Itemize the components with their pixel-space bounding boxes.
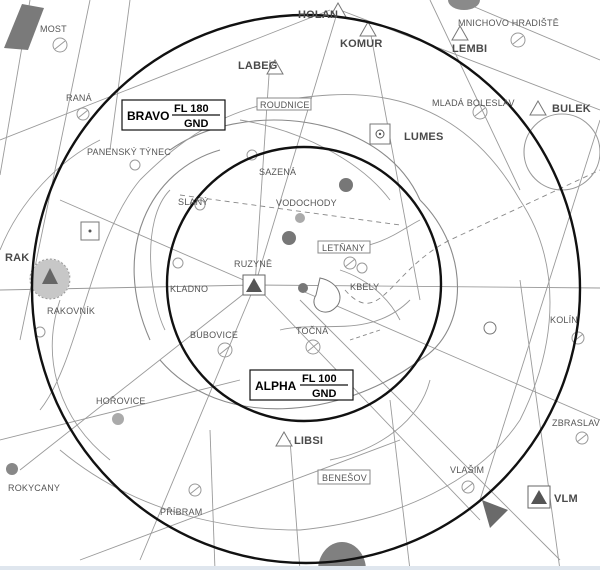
label-pribram: PŘÍBRAM	[160, 507, 202, 517]
bottom-edge-strip	[0, 566, 600, 570]
lembi-point-icon	[451, 24, 469, 41]
airfield-icon	[356, 262, 368, 274]
label-ruzyne: RUZYNĚ	[234, 259, 272, 269]
label-horovice: HOŘOVICE	[96, 396, 146, 406]
heliport-icon	[282, 231, 296, 245]
label-panensky: PANENSKÝ TÝNEC	[87, 147, 171, 157]
rakovnik-restricted-icon	[29, 258, 71, 300]
benesov-label-box	[317, 469, 371, 485]
libsi-point-icon	[275, 430, 293, 447]
label-letnany: LETŇANY	[322, 243, 365, 253]
label-vodochody: VODOCHODY	[276, 198, 337, 208]
airfield-filled-icon	[295, 213, 305, 223]
label-most: MOST	[40, 24, 67, 34]
alpha-zone-name: ALPHA	[255, 379, 297, 393]
alpha-zone-circle	[165, 145, 443, 423]
label-slany: SLANÝ	[178, 197, 209, 207]
label-vlasim: VLAŠIM	[450, 465, 484, 475]
bravo-zone-circle	[30, 13, 582, 565]
letnany-label-box	[317, 240, 371, 254]
label-rokycany: ROKYCANY	[8, 483, 60, 493]
restricted-area-north-icon	[448, 0, 480, 10]
label-holan: HOLAN	[298, 9, 338, 21]
airfield-icon	[76, 107, 90, 121]
alpha-zone-lower: GND	[312, 388, 337, 400]
label-zbraslav: ZBRASLAVICE	[552, 418, 600, 428]
label-kbely: KBELY	[350, 282, 379, 292]
label-komur: KOMUR	[340, 38, 383, 50]
komur-point-icon	[359, 20, 377, 37]
terrain-features	[4, 0, 600, 570]
label-sazena: SAZENÁ	[259, 167, 296, 177]
labeg-point-icon	[266, 58, 284, 75]
label-vlm: VLM	[554, 493, 578, 505]
airfield-icon	[461, 480, 475, 494]
label-rana: RANÁ	[66, 93, 92, 103]
label-lumes: LUMES	[404, 131, 444, 143]
label-rakovnik: RAKOVNÍK	[47, 306, 95, 316]
airfield-icon	[172, 257, 184, 269]
lumes-vor-icon	[369, 123, 391, 145]
bravo-zone-lower: GND	[184, 118, 209, 130]
airfield-icon	[575, 431, 589, 445]
label-kolin: KOLÍN	[550, 315, 578, 325]
bravo-zone-label: BRAVO FL 180 GND	[121, 99, 226, 131]
label-rak: RAK	[5, 252, 29, 264]
map-symbols	[6, 1, 589, 509]
airfield-icon	[52, 37, 68, 53]
airfield-icon	[510, 32, 526, 48]
alpha-zone-upper: FL 100	[302, 373, 337, 385]
label-benesov: BENEŠOV	[322, 473, 367, 483]
airfield-icon	[483, 321, 497, 335]
airfield-icon	[129, 159, 141, 171]
bravo-zone-name: BRAVO	[127, 109, 169, 123]
bulek-point-icon	[529, 99, 547, 116]
airfield-filled-icon	[6, 463, 18, 475]
restricted-area-most-icon	[4, 4, 44, 50]
alpha-zone-label: ALPHA FL 100 GND	[249, 369, 354, 401]
airfield-icon	[194, 199, 206, 211]
airfield-icon	[343, 256, 357, 270]
vlm-airport-icon	[527, 485, 551, 509]
roudnice-label-box	[256, 97, 312, 111]
place-labels: MOST HOLAN MNICHOVO HRADIŠTĚ KOMUR LEMBI…	[5, 9, 600, 517]
airfield-icon	[217, 342, 233, 358]
label-libsi: LIBSI	[294, 435, 323, 447]
label-labeg: LABEG	[238, 60, 278, 72]
label-tocna: TOČNÁ	[296, 326, 328, 336]
bulek-area-circle	[523, 113, 600, 191]
label-bubovice: BUBOVICE	[190, 330, 238, 340]
airfield-icon	[188, 483, 202, 497]
airfield-filled-icon	[112, 413, 124, 425]
navaid-square-icon	[80, 221, 100, 241]
label-mnichovo: MNICHOVO HRADIŠTĚ	[458, 18, 559, 28]
label-lembi: LEMBI	[452, 43, 487, 55]
kbely-aerodrome-icon	[313, 277, 341, 313]
label-roudnice: ROUDNICE	[260, 100, 310, 110]
airfield-icon	[472, 104, 488, 120]
restricted-area-vlasim-icon	[482, 500, 508, 528]
label-kladno: KLADNO	[170, 284, 208, 294]
label-bulek: BULEK	[552, 103, 591, 115]
heliport-icon	[298, 283, 308, 293]
ruzyne-airport-icon	[242, 274, 266, 296]
heliport-icon	[339, 178, 353, 192]
restricted-area-south-icon	[318, 542, 366, 570]
bravo-zone-upper: FL 180	[174, 103, 209, 115]
label-mlada: MLADÁ BOLESLAV	[432, 98, 515, 108]
airfield-icon	[305, 339, 321, 355]
